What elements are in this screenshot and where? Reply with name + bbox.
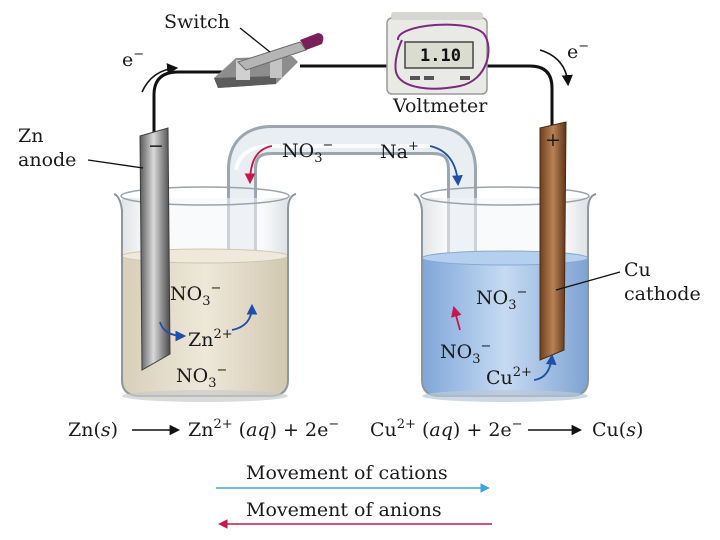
voltmeter-display — [404, 41, 474, 69]
electron-arrow-right — [539, 49, 573, 87]
voltmeter-reading: 1.10 — [420, 46, 461, 66]
right-cu-arrow — [533, 353, 557, 381]
zn-electrode — [139, 127, 171, 371]
legend: Movement of cations Movement of anions — [216, 462, 492, 529]
eq-left-product: Zn2+ (aq) + 2e− — [188, 417, 339, 441]
bridge-cation-arrow — [429, 145, 463, 187]
eq-left-reactant: Zn(s) — [68, 419, 118, 441]
left-half-reaction: Zn(s) Zn2+ (aq) + 2e− — [68, 417, 339, 441]
wire-right — [478, 64, 554, 128]
bridge-cation-label: Na+ — [380, 139, 419, 163]
right-half-reaction: Cu2+ (aq) + 2e− Cu(s) — [370, 417, 643, 441]
voltmeter: 1.10 — [386, 12, 490, 95]
cu-cathode-label-line1: Cu — [624, 259, 651, 281]
electron-arrow-left — [141, 63, 179, 93]
voltmeter-label: Voltmeter — [392, 95, 488, 117]
zn-anode-label-line2: anode — [18, 149, 76, 171]
electron-label-left: e− — [122, 47, 144, 71]
zn-anode-label-line1: Zn — [18, 125, 43, 147]
electron-label-right: e− — [567, 39, 589, 63]
cu-electrode — [539, 121, 567, 361]
right-ion-no3-mid: NO3− — [440, 339, 491, 367]
eq-right-reactant: Cu2+ (aq) + 2e− — [370, 417, 523, 441]
switch[interactable] — [214, 33, 324, 88]
cathode-sign: + — [545, 129, 561, 151]
bridge-anion-arrow — [244, 145, 273, 185]
switch-label: Switch — [164, 11, 230, 33]
right-no3-arrow — [451, 305, 462, 331]
legend-cations-label: Movement of cations — [246, 462, 448, 484]
right-ion-cu2plus: Cu2+ — [486, 365, 532, 389]
left-ion-no3-bottom: NO3− — [176, 363, 227, 391]
cu-cathode-label-line2: cathode — [624, 283, 701, 305]
legend-anions-label: Movement of anions — [246, 499, 442, 521]
left-no3-arrow — [231, 303, 258, 331]
left-ion-zn2plus: Zn2+ — [188, 327, 233, 351]
right-ion-no3-top: NO3− — [476, 285, 527, 313]
bridge-anion-label: NO3− — [282, 138, 333, 166]
left-zn-arrow — [159, 321, 187, 342]
anode-sign: − — [148, 135, 164, 157]
eq-right-product: Cu(s) — [592, 419, 643, 441]
left-ion-no3-top: NO3− — [170, 281, 221, 309]
switch-handle — [300, 33, 324, 50]
